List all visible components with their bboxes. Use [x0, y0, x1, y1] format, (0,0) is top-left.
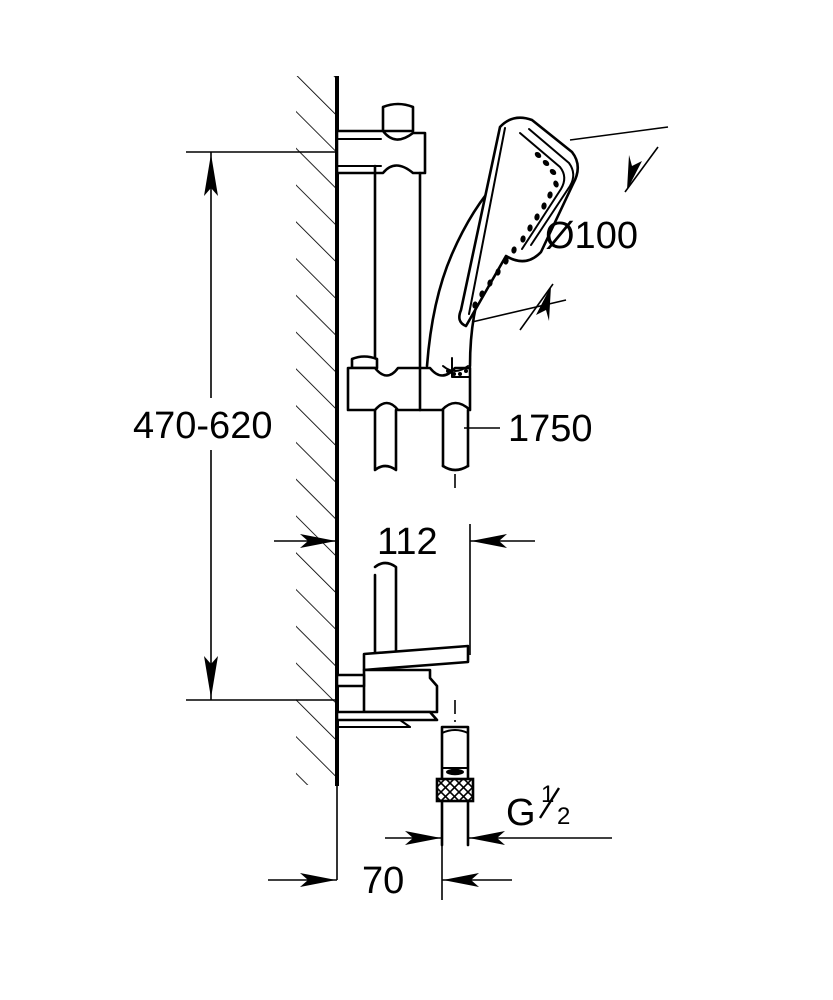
thread-arrow-left — [405, 831, 441, 845]
dimension-wall-plate: 70 — [268, 845, 512, 902]
bracket-base-chamfer — [399, 719, 411, 728]
head-outlet-ring — [442, 365, 469, 372]
travel-arrow-bottom — [204, 656, 218, 698]
travel-arrow-top — [204, 154, 218, 196]
hand-shower-head — [425, 116, 580, 378]
head-face-edge — [468, 127, 506, 315]
handle-base-corner — [451, 357, 470, 378]
handle-outer-curve — [425, 176, 502, 368]
dimension-head-diameter: Ø100 — [471, 126, 669, 331]
dimension-hose-length: 1750 — [464, 408, 593, 450]
dimension-label-projection: 112 — [377, 521, 438, 563]
diameter-dim-line-upper — [624, 146, 659, 193]
thread-arrow-right — [469, 831, 505, 845]
spray-face-rim — [519, 132, 566, 250]
wallplate-arrow-right — [443, 873, 479, 887]
diameter-dim-line-lower — [519, 283, 554, 331]
adjustable-shower-holder — [346, 355, 472, 412]
bracket-top-plate — [362, 644, 470, 672]
bracket-wall-rib-lower — [335, 710, 439, 722]
knurled-nut — [435, 777, 475, 803]
lower-wall-bracket — [335, 644, 470, 728]
slider-body — [346, 366, 472, 412]
wall-section — [296, 76, 339, 880]
dimension-label-hose-length: 1750 — [508, 408, 593, 450]
diameter-arrow-lower — [536, 286, 551, 321]
connector-top-break — [441, 729, 469, 734]
bracket-cap — [381, 102, 415, 133]
vertical-slide-rail — [373, 164, 422, 657]
dimension-label-head-diameter: Ø100 — [545, 215, 638, 257]
diameter-arrow-upper — [627, 155, 642, 190]
dimension-label-thread-letter: G — [506, 792, 536, 834]
dimension-rail-travel: 470-620 — [133, 151, 337, 701]
spray-face-rim-outer — [528, 128, 575, 246]
dimension-label-thread-denominator: 2 — [557, 803, 570, 830]
slider-lever-knob — [350, 355, 379, 370]
wallplate-arrow-left — [300, 873, 336, 887]
connector-thread-body — [440, 725, 470, 786]
bracket-body — [335, 129, 427, 175]
projection-arrow-left — [300, 534, 336, 548]
diameter-ext-line-upper — [569, 126, 669, 141]
diameter-ext-line-lower — [471, 299, 567, 323]
bracket-wall-rib-upper — [335, 673, 366, 688]
rail-lower-break — [373, 408, 398, 472]
lower-bracket-body — [362, 668, 439, 714]
dimension-label-wall-plate: 70 — [362, 860, 404, 902]
connector-bore-mark — [446, 768, 464, 776]
shower-hose-upper — [441, 408, 470, 492]
dimension-projection: 112 — [274, 521, 535, 655]
dimension-thread: G 1 2 — [385, 781, 612, 845]
upper-wall-bracket — [335, 102, 427, 175]
wall-hatch-fill — [296, 76, 337, 785]
spray-nozzles — [472, 151, 559, 309]
hose-connector — [435, 700, 475, 847]
projection-arrow-right — [471, 534, 507, 548]
hose-break-curve — [441, 464, 470, 472]
thread-fraction-bar — [538, 787, 561, 819]
dimension-label-rail-travel: 470-620 — [133, 405, 272, 447]
rail-lower-segment — [373, 561, 398, 657]
shower-head-shell — [458, 116, 580, 328]
